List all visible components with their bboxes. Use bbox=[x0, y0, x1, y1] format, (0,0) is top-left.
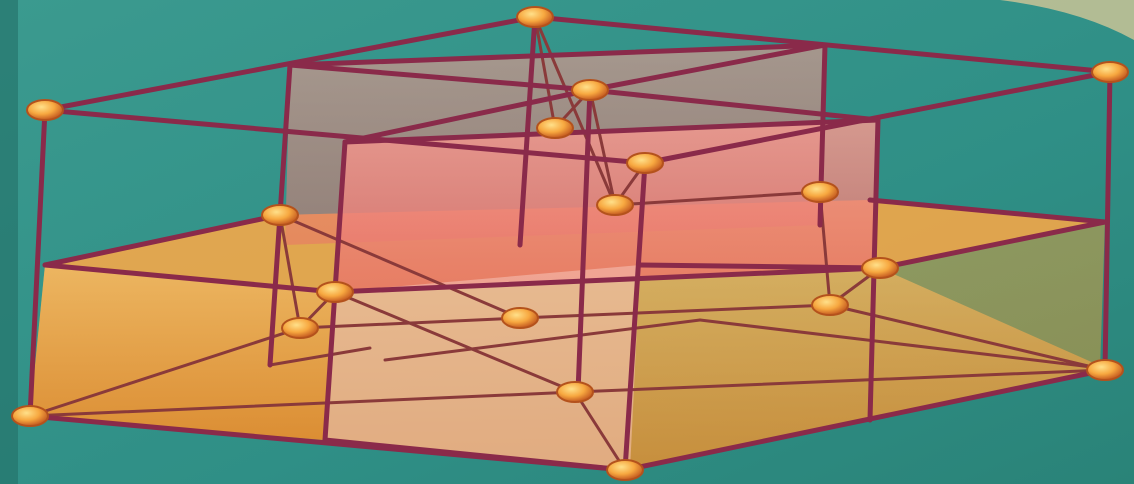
atom bbox=[502, 308, 538, 328]
atom bbox=[597, 195, 633, 215]
atom bbox=[1087, 360, 1123, 380]
atom bbox=[572, 80, 608, 100]
atom bbox=[262, 205, 298, 225]
atom bbox=[12, 406, 48, 426]
atom bbox=[557, 382, 593, 402]
atom bbox=[812, 295, 848, 315]
atom bbox=[607, 460, 643, 480]
atom bbox=[862, 258, 898, 278]
atom bbox=[1092, 62, 1128, 82]
atom bbox=[282, 318, 318, 338]
atom bbox=[802, 182, 838, 202]
atom bbox=[27, 100, 63, 120]
atom bbox=[627, 153, 663, 173]
atom bbox=[537, 118, 573, 138]
atom bbox=[517, 7, 553, 27]
atom bbox=[317, 282, 353, 302]
front-lower-pink-face bbox=[325, 265, 640, 470]
